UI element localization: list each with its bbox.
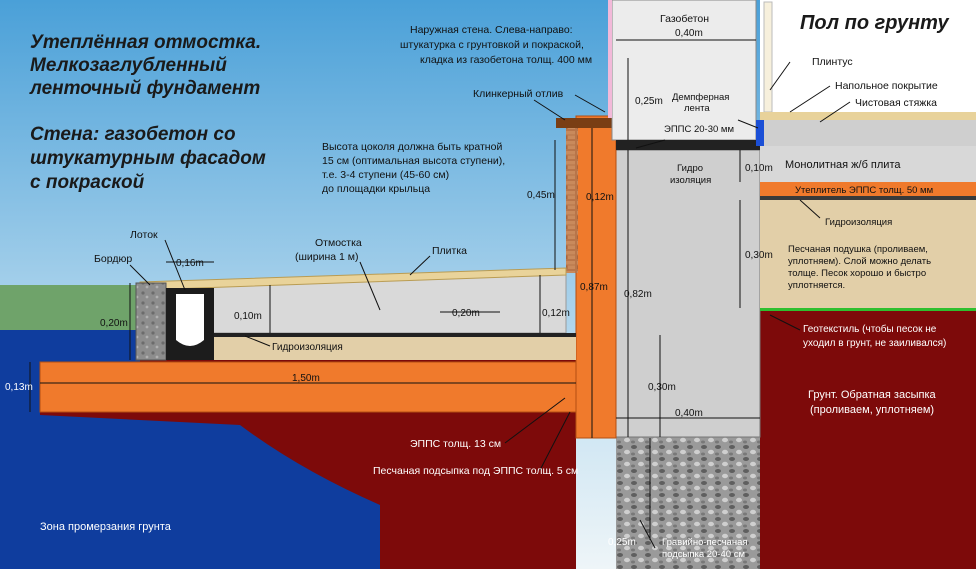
plinth-height-label-1: Высота цоколя должна быть кратной (322, 141, 502, 153)
concrete-slab (760, 146, 976, 182)
grass-left (0, 285, 140, 333)
gasobeton-label: Газобетон (660, 13, 709, 25)
dim-010: 0,10m (234, 311, 262, 322)
wall-title-line-2: штукатурным фасадом (30, 148, 266, 169)
wall-title-line-1: Стена: газобетон со (30, 124, 236, 145)
plinth-height-label-4: до площадки крыльца (322, 183, 430, 195)
dim-010-right: 0,10m (745, 163, 773, 174)
gravel-label-2: подсыпка 20-40 см (662, 549, 745, 560)
vertical-epps (575, 115, 617, 439)
title-line-1: Утеплённая отмостка. (30, 32, 261, 53)
dim-150: 1,50m (292, 373, 320, 384)
curb (135, 282, 167, 361)
screed-label: Чистовая стяжка (855, 97, 937, 109)
sand-pillow-label-1: Песчаная подушка (проливаем, (788, 244, 928, 255)
ground-label-2: (проливаем, уплотняем) (810, 404, 934, 416)
curb-label: Бордюр (94, 253, 132, 265)
horizontal-epps (39, 361, 577, 413)
ground-right (760, 310, 976, 569)
dim-025b: 0,25m (608, 537, 636, 548)
floor-title: Пол по грунту (800, 12, 949, 34)
geotextile-line (760, 308, 976, 311)
otmostka-label-1: Отмостка (315, 237, 362, 249)
plinth-height-label-2: 15 см (оптимальная высота ступени), (322, 155, 505, 167)
floor-cover-label: Напольное покрытие (835, 80, 938, 92)
hydro-vertical-label-1: Гидро (677, 163, 703, 174)
room-space (760, 0, 976, 120)
geotextile-label-1: Геотекстиль (чтобы песок не (803, 323, 937, 335)
dim-013: 0,13m (5, 382, 33, 393)
sand-pillow (760, 200, 976, 308)
hydro-right-label: Гидроизоляция (825, 217, 892, 228)
dim-wall-width: 0,40m (675, 28, 703, 39)
brick-cladding (566, 128, 578, 273)
hydro-left-label: Гидроизоляция (272, 342, 343, 353)
dim-082: 0,82m (624, 289, 652, 300)
otmostka-hydro (140, 333, 576, 337)
clinker-sill (556, 118, 616, 128)
dim-012a: 0,12m (586, 192, 614, 203)
freeze-zone-label: Зона промерзания грунта (40, 521, 172, 533)
plaster-layer (608, 0, 612, 118)
ground-label-1: Грунт. Обратная засыпка (808, 389, 937, 401)
wall-title-line-3: с покраской (30, 172, 145, 193)
geotextile-label-2: уходил в грунт, не заиливался) (803, 338, 946, 349)
tile-label: Плитка (432, 245, 467, 257)
floor-cover (760, 112, 976, 120)
sand-pillow-label-4: уплотняется. (788, 280, 845, 291)
epps-13-label: ЭППС толщ. 13 см (410, 438, 501, 450)
title-line-3: ленточный фундамент (29, 78, 260, 99)
dim-016: 0,16m (176, 258, 204, 269)
slab-insulation (760, 182, 976, 196)
dim-030-right: 0,30m (745, 250, 773, 261)
clinker-label: Клинкерный отлив (473, 88, 564, 100)
dim-020-height: 0,20m (100, 318, 128, 329)
freeze-zone (0, 330, 380, 569)
damper-label-1: Демпферная (672, 92, 729, 103)
wall-hydro-strip (616, 140, 760, 150)
outer-wall-label-1: Наружная стена. Слева-направо: (410, 24, 573, 36)
title-line-2: Мелкозаглубленный (30, 55, 227, 76)
screed (760, 120, 976, 146)
gravel-label-1: Гравийно-песчаная (662, 537, 748, 548)
foundation-strip (615, 149, 761, 438)
outer-wall-label-2: штукатурка с грунтовкой и покраской, (400, 39, 584, 51)
tray-label: Лоток (130, 229, 158, 241)
damper-tape (756, 120, 764, 146)
epps-2030-label: ЭППС 20-30 мм (664, 124, 734, 135)
leader-lines (129, 61, 851, 549)
dim-020-width: 0,20m (452, 308, 480, 319)
slab-hydro (760, 196, 976, 200)
plinth-height-label-3: т.е. 3-4 ступени (45-60 см) (322, 169, 449, 181)
dimension-lines (29, 39, 760, 540)
outer-wall-label-3: кладка из газобетона толщ. 400 мм (420, 54, 592, 66)
sand-pillow-label-3: толще. Песок хорошо и быстро (788, 268, 926, 279)
dim-030: 0,30m (648, 382, 676, 393)
damper-label-2: лента (684, 103, 710, 114)
plinth-label: Плинтус (812, 56, 853, 68)
slab-label: Монолитная ж/б плита (785, 159, 901, 171)
drain-channel (176, 294, 204, 346)
plinth-board (763, 1, 773, 113)
dim-025: 0,25m (635, 96, 663, 107)
gravel-bed (616, 437, 760, 569)
dim-045: 0,45m (527, 190, 555, 201)
dim-foundation-width: 0,40m (675, 408, 703, 419)
otmostka-sand (140, 337, 576, 360)
insulation-50-label: Утеплитель ЭППС толщ. 50 мм (795, 185, 933, 196)
hydro-vertical-label-2: изоляция (670, 175, 711, 186)
sand-5-label: Песчаная подсыпка под ЭППС толщ. 5 см (373, 465, 578, 477)
sand-pillow-label-2: уплотняем). Слой можно делать (788, 256, 931, 267)
dim-012b: 0,12m (542, 308, 570, 319)
otmostka-label-2: (ширина 1 м) (295, 251, 359, 263)
dim-087: 0,87m (580, 282, 608, 293)
